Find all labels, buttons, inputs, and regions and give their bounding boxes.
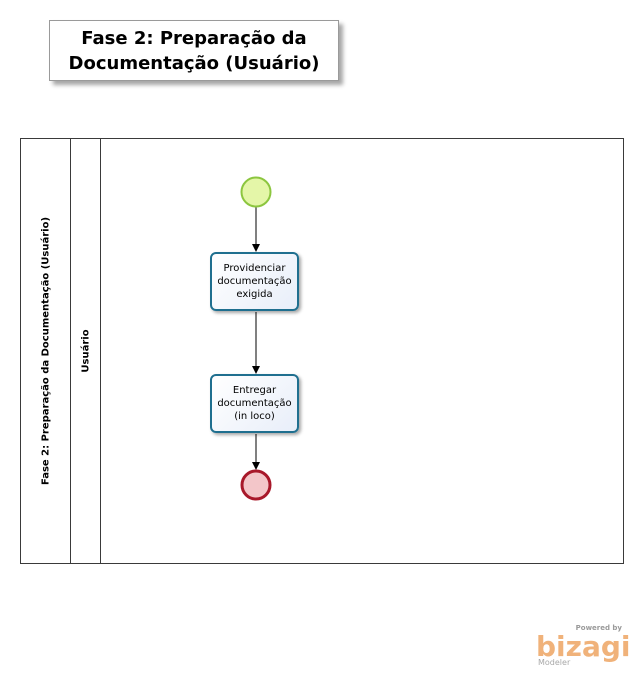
modeler-text: Modeler — [538, 658, 571, 667]
bizagi-watermark: Powered by bizagi Modeler — [536, 624, 631, 670]
task-entregar-documentacao[interactable]: Entregar documentação (in loco) — [210, 374, 299, 433]
start-event[interactable] — [238, 175, 274, 211]
diagram-title: Fase 2: Preparação da Documentação (Usuá… — [68, 27, 320, 74]
powered-by-text: Powered by — [575, 624, 622, 632]
end-event[interactable] — [238, 468, 274, 504]
lane-header: Usuário — [71, 139, 101, 563]
pool-header: Fase 2: Preparação da Documentação (Usuá… — [21, 139, 71, 563]
bizagi-logo: bizagi — [536, 630, 631, 663]
task-providenciar-documentacao[interactable]: Providenciar documentação exigida — [210, 252, 299, 311]
diagram-title-box: Fase 2: Preparação da Documentação (Usuá… — [49, 20, 339, 81]
task-label: Entregar documentação (in loco) — [217, 385, 292, 422]
pool[interactable]: Fase 2: Preparação da Documentação (Usuá… — [20, 138, 624, 564]
task-label: Providenciar documentação exigida — [217, 263, 292, 300]
